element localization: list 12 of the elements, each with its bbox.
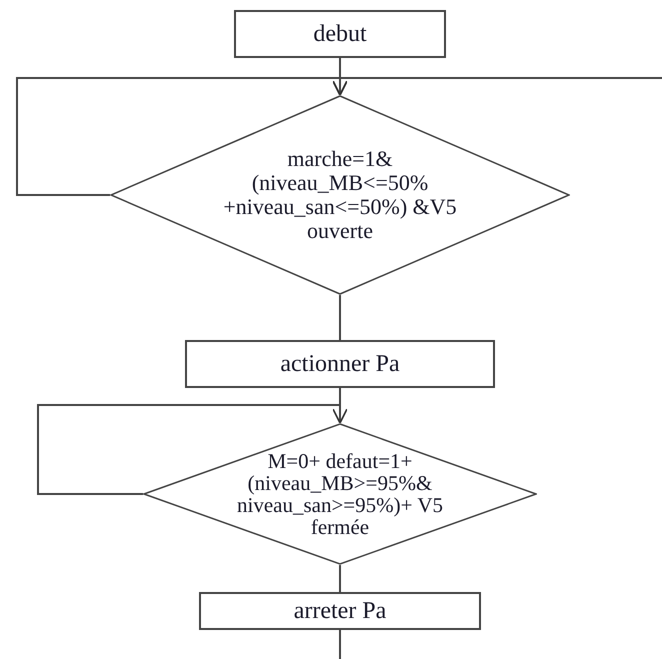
connector-arrow [37,404,348,495]
connector-arrow [332,77,662,96]
node-label: actionner Pa [280,350,400,378]
process-box [234,10,446,58]
node-label: debut [313,20,367,48]
node-label: M=0+ defaut=1+ (niveau_MB>=95%& niveau_san>=95%)+ V5 fermée [236,450,444,538]
node-label: marche=1& (niveau_MB<=50% +niveau_san<=50%) &V5 ouverte [222,147,458,243]
decision-diamond [110,95,570,295]
process-box [199,592,481,630]
node-label: arreter Pa [294,598,386,624]
decision-diamond [143,423,537,565]
process-box [185,340,495,388]
